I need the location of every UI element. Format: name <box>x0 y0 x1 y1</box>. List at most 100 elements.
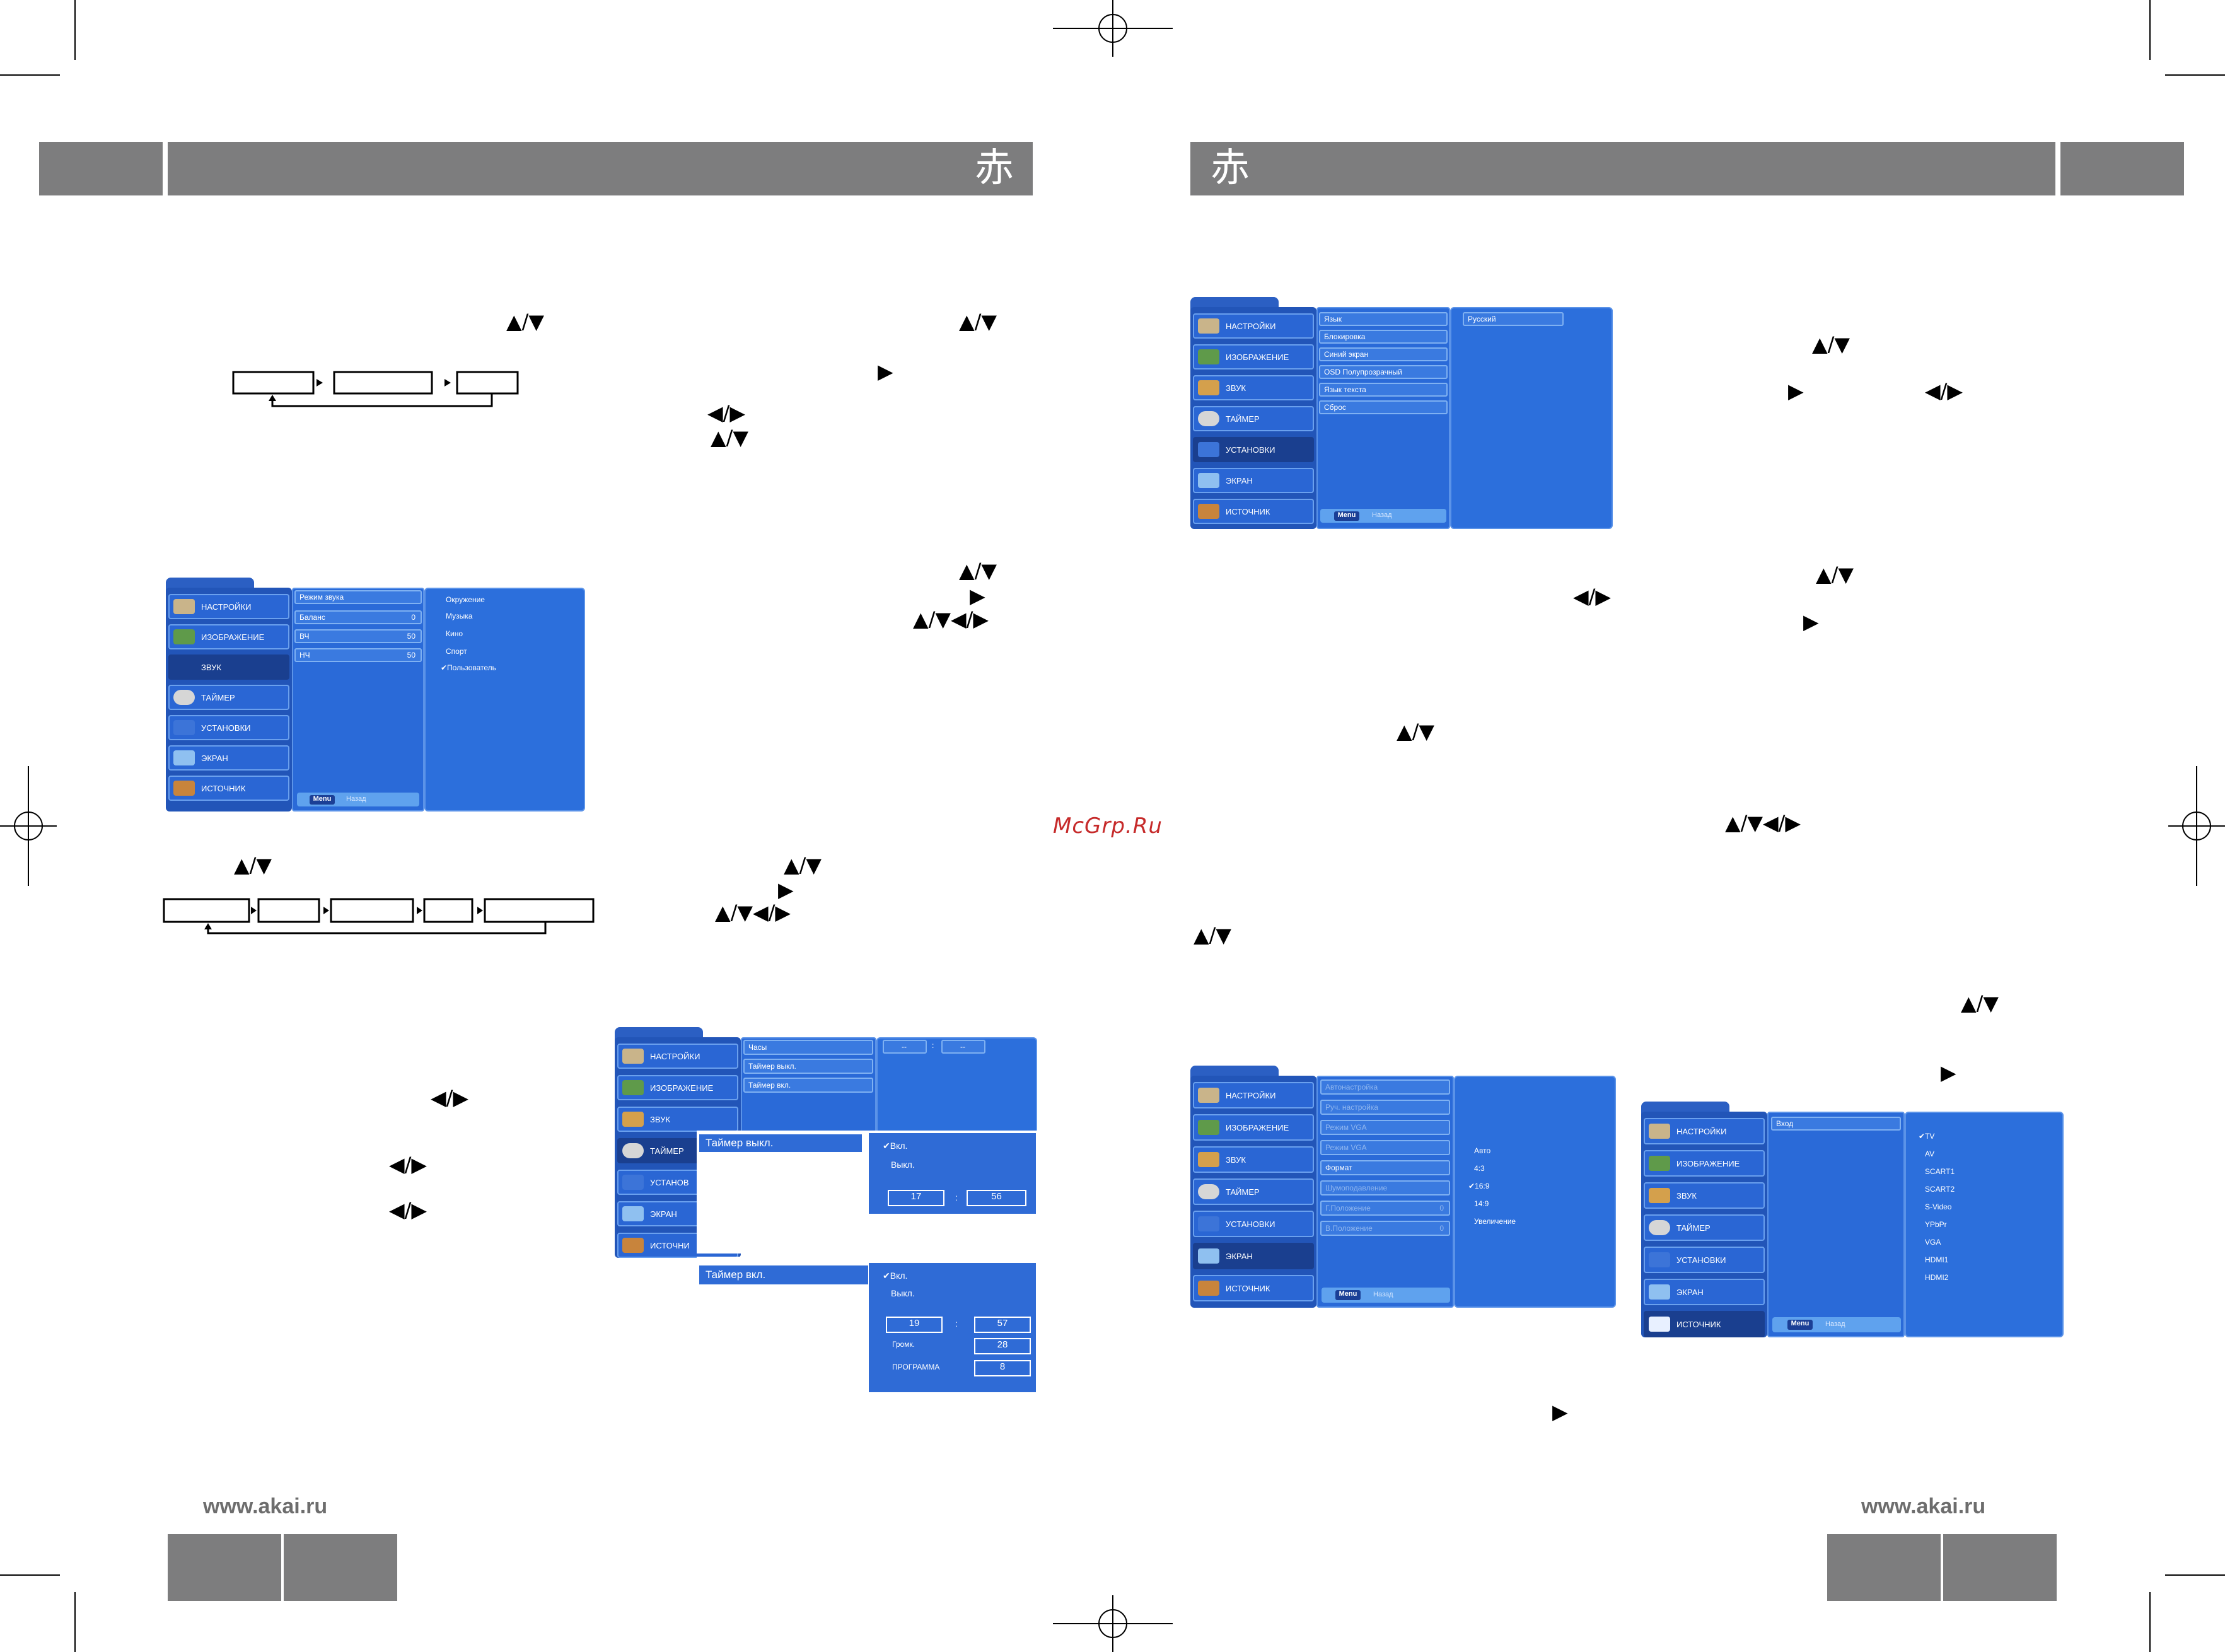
option-selected[interactable]: Русский <box>1463 312 1564 326</box>
option-off[interactable]: Выкл. <box>891 1160 915 1170</box>
menu-item-picture[interactable]: ИЗОБРАЖЕНИЕ <box>168 624 289 649</box>
option[interactable]: AV <box>1925 1149 1935 1158</box>
submenu-text-language[interactable]: Язык текста <box>1319 383 1448 397</box>
submenu-blue-screen[interactable]: Синий экран <box>1319 347 1448 361</box>
option-selected[interactable]: ✔16:9 <box>1468 1182 1490 1190</box>
menu-item-sound[interactable]: ЗВУК <box>1193 1146 1314 1173</box>
option-selected[interactable]: ✔Пользователь <box>441 663 496 672</box>
option[interactable]: 14:9 <box>1474 1199 1489 1208</box>
menu-item-settings[interactable]: НАСТРОЙКИ <box>1644 1118 1765 1144</box>
menu-item-picture[interactable]: ИЗОБРАЖЕНИЕ <box>617 1075 738 1100</box>
menu-item-setup[interactable]: УСТАНОВКИ <box>1644 1247 1765 1273</box>
menu-item-source[interactable]: ИСТОЧНИК <box>1644 1311 1765 1337</box>
submenu-input[interactable]: Вход <box>1771 1117 1901 1131</box>
menu-button[interactable]: Menu <box>1334 511 1359 521</box>
option[interactable]: SCART1 <box>1925 1167 1955 1176</box>
menu-item-setup[interactable]: УСТАНОВКИ <box>1193 1211 1314 1237</box>
header-logo: 赤 <box>1211 144 1250 190</box>
menu-item-timer[interactable]: ТАЙМЕР <box>1193 406 1314 431</box>
option-selected[interactable]: ✔TV <box>1919 1132 1935 1141</box>
submenu-reset[interactable]: Сброс <box>1319 400 1448 414</box>
menu-button[interactable]: Menu <box>1787 1320 1813 1330</box>
clock-hour[interactable]: -- <box>883 1040 927 1054</box>
option-on-selected[interactable]: ✔Вкл. <box>883 1141 908 1151</box>
option[interactable]: SCART2 <box>1925 1185 1955 1194</box>
option[interactable]: Спорт <box>446 647 467 656</box>
menu-item-screen[interactable]: ЭКРАН <box>168 745 289 771</box>
menu-item-timer[interactable]: ТАЙМЕР <box>1644 1214 1765 1241</box>
menu-item-setup[interactable]: УСТАНОВКИ <box>168 715 289 740</box>
footer-url[interactable]: www.akai.ru <box>1861 1494 1986 1518</box>
menu-button[interactable]: Menu <box>1335 1290 1361 1300</box>
menu-item-setup[interactable]: УСТАНОВКИ <box>1193 437 1314 462</box>
option[interactable]: Музыка <box>446 612 473 620</box>
submenu-vga-mode[interactable]: Режим VGA <box>1320 1140 1450 1155</box>
submenu-osd-transparency[interactable]: OSD Полупрозрачный <box>1319 365 1448 379</box>
submenu-clock[interactable]: Часы <box>743 1040 873 1055</box>
menu-item-sound[interactable]: ЗВУК <box>168 654 289 680</box>
arrow-right: ▶ <box>778 878 794 902</box>
option[interactable]: Увеличение <box>1474 1217 1516 1226</box>
submenu-off-timer[interactable]: Таймер выкл. <box>743 1059 873 1074</box>
arrow-up-down: ▲/▼ <box>784 853 822 877</box>
clock-minute[interactable]: -- <box>941 1040 985 1054</box>
menu-item-source[interactable]: ИСТОЧНИК <box>1193 499 1314 524</box>
on-timer-program[interactable]: 8 <box>974 1360 1031 1376</box>
on-timer-volume[interactable]: 28 <box>974 1338 1031 1354</box>
option[interactable]: Окружение <box>446 595 485 604</box>
menu-item-picture[interactable]: ИЗОБРАЖЕНИЕ <box>1644 1150 1765 1177</box>
submenu-manual-adjust[interactable]: Руч. настройка <box>1320 1100 1450 1115</box>
menu-item-source[interactable]: ИСТОЧНИК <box>168 776 289 801</box>
submenu-sound-mode[interactable]: Режим звука <box>294 590 422 604</box>
option[interactable]: HDMI1 <box>1925 1255 1949 1264</box>
option[interactable]: Кино <box>446 629 463 638</box>
crop-mark <box>74 1592 76 1652</box>
menu-item-sound[interactable]: ЗВУК <box>1193 375 1314 400</box>
footer-url[interactable]: www.akai.ru <box>203 1494 328 1518</box>
menu-item-settings[interactable]: НАСТРОЙКИ <box>168 594 289 619</box>
menu-item-timer[interactable]: ТАЙМЕР <box>168 685 289 710</box>
on-timer-hour[interactable]: 19 <box>886 1317 943 1333</box>
crop-mark <box>2165 74 2225 76</box>
menu-item-sound[interactable]: ЗВУК <box>1644 1182 1765 1209</box>
off-timer-minute[interactable]: 56 <box>967 1190 1026 1206</box>
registration-mark <box>1053 0 1173 57</box>
submenu-auto-adjust[interactable]: Автонастройка <box>1320 1079 1450 1095</box>
off-timer-hour[interactable]: 17 <box>888 1190 944 1206</box>
option-on-selected[interactable]: ✔Вкл. <box>883 1271 908 1281</box>
menu-item-screen[interactable]: ЭКРАН <box>1193 1243 1314 1269</box>
menu-item-source[interactable]: ИСТОЧНИК <box>1193 1275 1314 1301</box>
submenu-noise-reduction[interactable]: Шумоподавление <box>1320 1180 1450 1195</box>
submenu-lock[interactable]: Блокировка <box>1319 330 1448 344</box>
option-off[interactable]: Выкл. <box>891 1288 915 1298</box>
menu-item-settings[interactable]: НАСТРОЙКИ <box>617 1044 738 1069</box>
menu-item-picture[interactable]: ИЗОБРАЖЕНИЕ <box>1193 1114 1314 1141</box>
menu-button[interactable]: Menu <box>310 795 335 805</box>
submenu-format[interactable]: Формат <box>1320 1160 1450 1175</box>
option[interactable]: HDMI2 <box>1925 1273 1949 1282</box>
option[interactable]: 4:3 <box>1474 1164 1485 1173</box>
option[interactable]: VGA <box>1925 1238 1941 1247</box>
option[interactable]: Авто <box>1474 1146 1491 1155</box>
submenu-vga-mode[interactable]: Режим VGA <box>1320 1120 1450 1135</box>
on-timer-title: Таймер вкл. <box>699 1265 868 1284</box>
menu-item-settings[interactable]: НАСТРОЙКИ <box>1193 313 1314 339</box>
submenu-language[interactable]: Язык <box>1319 312 1448 326</box>
menu-item-settings[interactable]: НАСТРОЙКИ <box>1193 1082 1314 1108</box>
menu-item-timer[interactable]: ТАЙМЕР <box>1193 1178 1314 1205</box>
menu-item-screen[interactable]: ЭКРАН <box>1193 468 1314 493</box>
submenu-on-timer[interactable]: Таймер вкл. <box>743 1078 873 1093</box>
crop-mark <box>2149 0 2151 60</box>
menu-item-picture[interactable]: ИЗОБРАЖЕНИЕ <box>1193 344 1314 369</box>
back-label: Назад <box>346 795 366 803</box>
option[interactable]: YPbPr <box>1925 1220 1947 1229</box>
menu-item-screen[interactable]: ЭКРАН <box>1644 1279 1765 1305</box>
option[interactable]: S-Video <box>1925 1202 1952 1211</box>
menu-item-sound[interactable]: ЗВУК <box>617 1107 738 1132</box>
on-timer-minute[interactable]: 57 <box>974 1317 1031 1333</box>
